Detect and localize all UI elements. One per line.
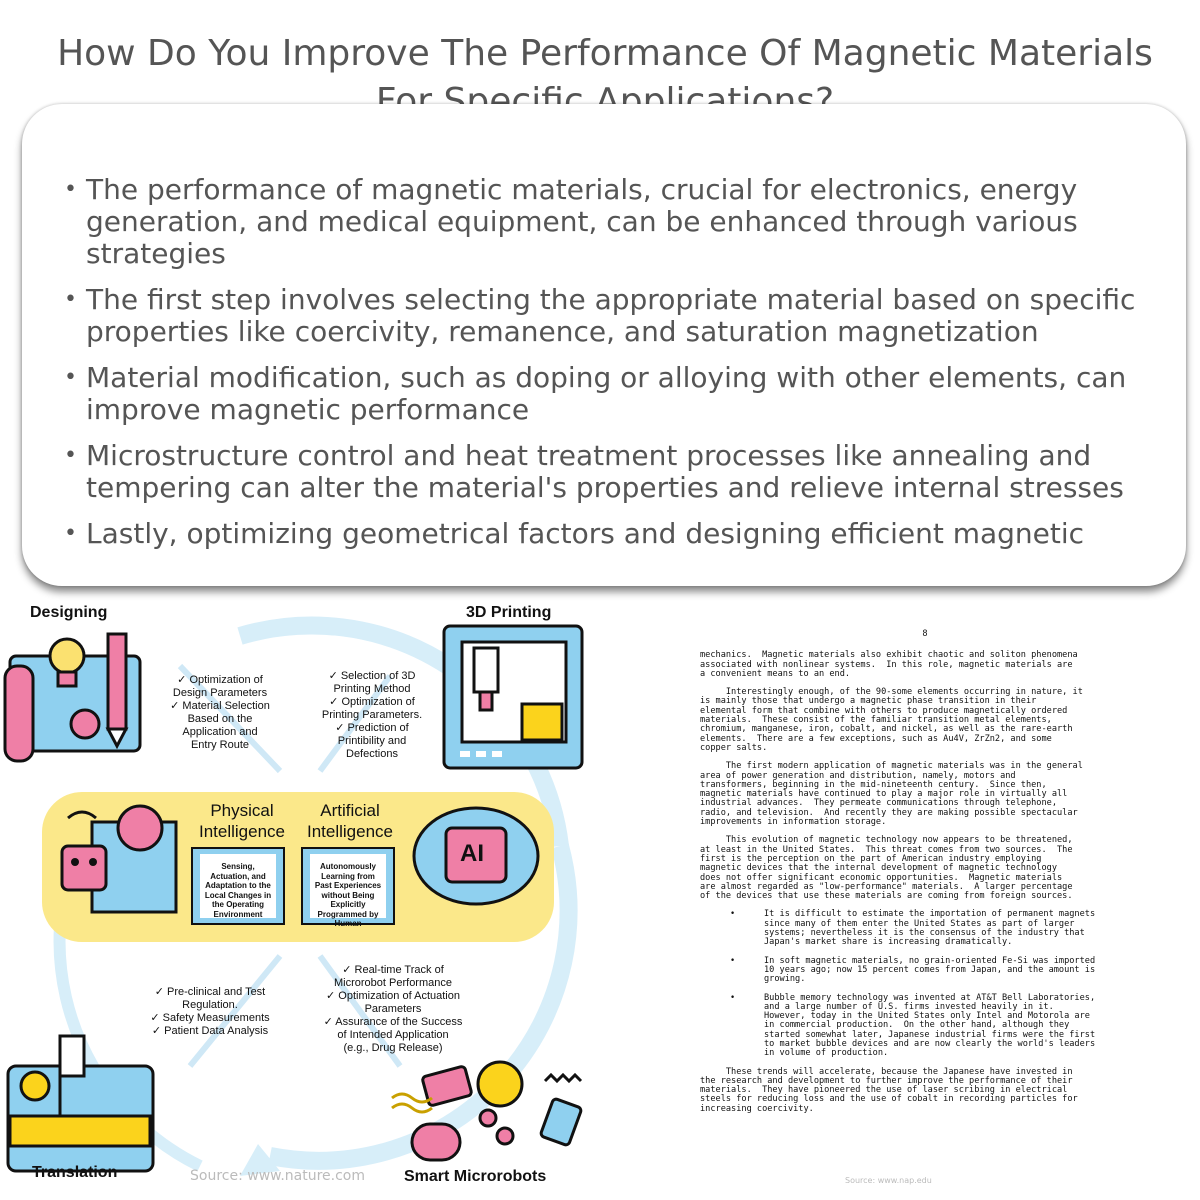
doc-bullet: In soft magnetic materials, no grain-ori… xyxy=(700,956,1150,985)
diagram-graphics xyxy=(3,616,584,1176)
doc-paragraph: Interestingly enough, of the 90-some ele… xyxy=(700,687,1083,753)
pencil-icon xyxy=(106,632,128,731)
printing-label: 3D Printing xyxy=(466,604,552,621)
tube-robot-icon xyxy=(410,1122,462,1162)
bullet-item: Microstructure control and heat treatmen… xyxy=(42,440,1186,504)
page-number: 8 xyxy=(922,629,928,639)
bullet-item: Material modification, such as doping or… xyxy=(42,362,1186,426)
microrobots-label: Smart Microrobots xyxy=(404,1168,547,1185)
diagram-source: Source: www.nature.com xyxy=(190,1168,365,1184)
artificial-box-text: Autonomously Learning from Past Experien… xyxy=(314,862,382,928)
artificial-intelligence-heading: Artificial Intelligence xyxy=(306,801,393,841)
wifi-icon xyxy=(67,810,97,820)
doc-paragraph: mechanics. Magnetic materials also exhib… xyxy=(700,650,1078,679)
document-page: 8 mechanics. Magnetic materials also exh… xyxy=(700,629,1150,1130)
gear-icon xyxy=(69,708,101,740)
robot-icon xyxy=(60,844,108,892)
physical-box-text: Sensing, Actuation, and Adaptation to th… xyxy=(204,862,272,919)
designing-label: Designing xyxy=(30,604,108,621)
bullet-list: The performance of magnetic materials, c… xyxy=(42,174,1186,564)
doc-bullet: It is difficult to estimate the importat… xyxy=(700,910,1150,947)
ai-badge: AI xyxy=(460,840,484,867)
doc-paragraph: These trends will accelerate, because th… xyxy=(700,1066,1078,1114)
physical-intelligence-heading: Physical Intelligence xyxy=(198,801,285,841)
arrow-head xyxy=(240,1144,280,1176)
bullet-card: The performance of magnetic materials, c… xyxy=(22,104,1186,586)
gear-icon xyxy=(116,804,164,852)
sphere-robot-icon xyxy=(476,1060,524,1108)
capsule-robot-icon xyxy=(421,1065,473,1107)
doc-paragraph: The first modern application of magnetic… xyxy=(700,761,1083,828)
bullet-item: The first step involves selecting the ap… xyxy=(42,284,1186,348)
bullet-item: The performance of magnetic materials, c… xyxy=(42,174,1186,270)
bullet-item: Lastly, optimizing geometrical factors a… xyxy=(42,518,1186,551)
page-title: How Do You Improve The Performance Of Ma… xyxy=(57,33,1153,122)
document-source: Source: www.nap.edu xyxy=(845,1176,932,1185)
lightbulb-icon xyxy=(48,637,86,675)
doc-bullet: Bubble memory technology was invented at… xyxy=(700,993,1150,1059)
microrobot-diagram: Designing 3D Printing Translation Smart … xyxy=(0,596,600,1200)
doc-paragraph: This evolution of magnetic technology no… xyxy=(700,835,1073,902)
translation-label: Translation xyxy=(32,1164,118,1181)
